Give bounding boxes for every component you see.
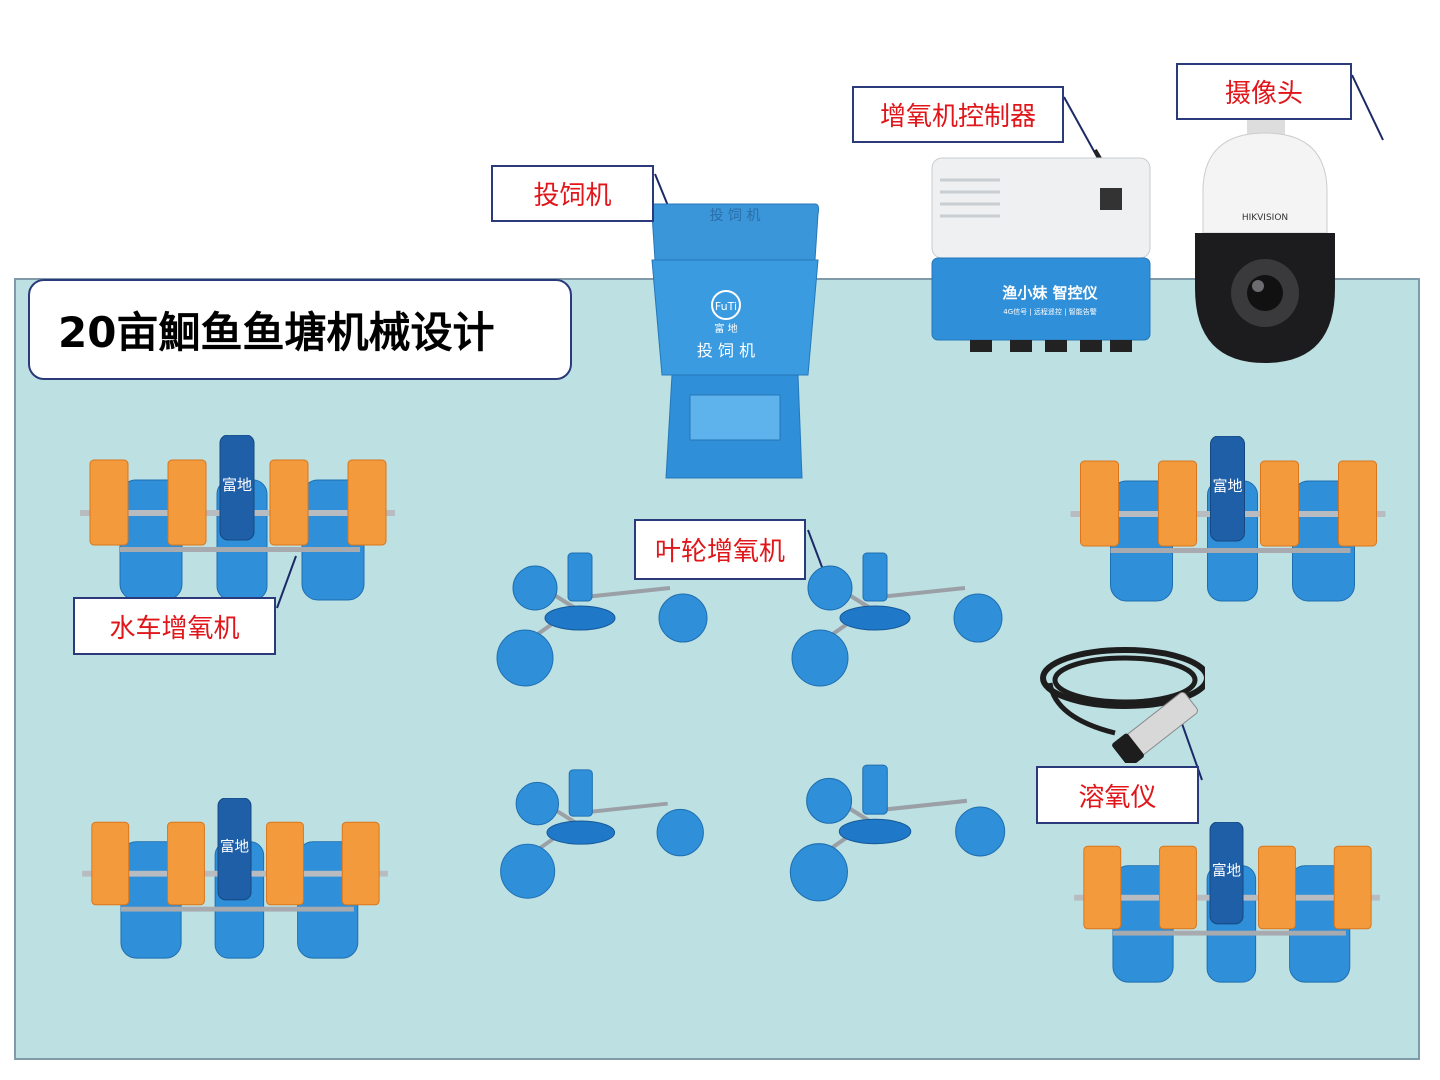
label-impeller-aerator: 叶轮增氧机 <box>634 519 806 580</box>
label-camera: 摄像头 <box>1176 63 1352 120</box>
label-controller: 增氧机控制器 <box>852 86 1064 143</box>
impeller-aerator <box>790 551 1004 688</box>
paddlewheel-aerator <box>1073 822 1381 983</box>
feeder-device: 投 饲 机 FuTi 富 地 投 饲 机 <box>650 203 820 479</box>
svg-text:HIKVISION: HIKVISION <box>1242 213 1288 223</box>
oxygen-meter-device <box>1040 647 1205 763</box>
impeller-aerator <box>498 767 706 901</box>
label-oxygen-meter: 溶氧仪 <box>1036 766 1199 824</box>
label-paddlewheel-aerator: 水车增氧机 <box>73 597 276 655</box>
page-title: 20亩鮰鱼鱼塘机械设计 <box>28 279 572 380</box>
paddlewheel-aerator <box>81 798 389 959</box>
svg-text:FuTi: FuTi <box>715 300 737 313</box>
svg-text:投 饲 机: 投 饲 机 <box>710 208 761 224</box>
svg-text:4G信号 | 远程遥控 | 智能告警: 4G信号 | 远程遥控 | 智能告警 <box>1003 307 1097 316</box>
controller-device: 渔小妹 智控仪 4G信号 | 远程遥控 | 智能告警 <box>931 148 1151 352</box>
svg-text:渔小妹 智控仪: 渔小妹 智控仪 <box>1002 284 1098 302</box>
camera-device: HIKVISION <box>1195 118 1335 363</box>
paddlewheel-aerator <box>1070 436 1386 602</box>
paddlewheel-aerator <box>80 435 395 601</box>
svg-text:投 饲 机: 投 饲 机 <box>697 341 755 360</box>
impeller-aerator <box>782 760 1014 908</box>
svg-text:富 地: 富 地 <box>714 322 737 335</box>
label-feeder: 投饲机 <box>491 165 654 222</box>
